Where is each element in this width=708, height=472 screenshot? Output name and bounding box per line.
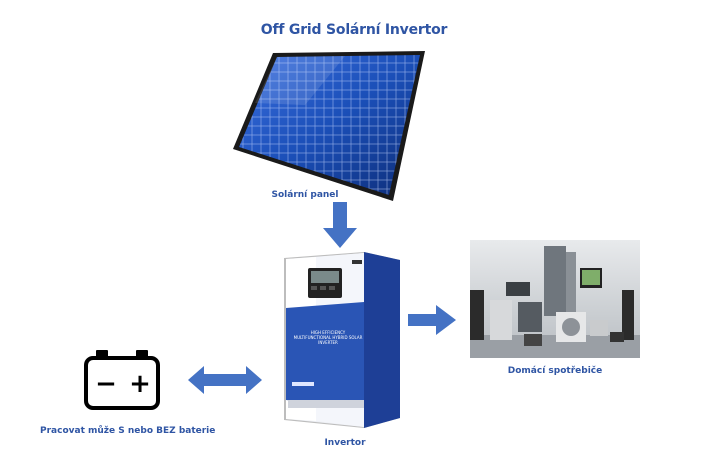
- battery-plus-symbol: +: [129, 369, 151, 399]
- inverter-label: Invertor: [324, 438, 366, 448]
- appliances-label: Domácí spotřebiče: [507, 366, 603, 376]
- home-appliances-image: [470, 240, 640, 358]
- inverter-front-text: HIGH EFFICIENCY MULTIFUNCTIONAL HYBRID S…: [293, 330, 363, 345]
- inverter-image: [284, 252, 400, 428]
- double-arrow-icon: [188, 366, 262, 394]
- battery-minus-symbol: −: [95, 369, 117, 399]
- solar-panel-image: [233, 51, 425, 201]
- arrow-right-icon: [408, 305, 456, 335]
- battery-icon: [84, 350, 160, 410]
- diagram-title: Off Grid Solární Invertor: [260, 22, 448, 38]
- arrow-down-icon: [323, 202, 357, 248]
- solar-panel-label: Solární panel: [271, 190, 339, 200]
- battery-label: Pracovat může S nebo BEZ baterie: [40, 426, 216, 436]
